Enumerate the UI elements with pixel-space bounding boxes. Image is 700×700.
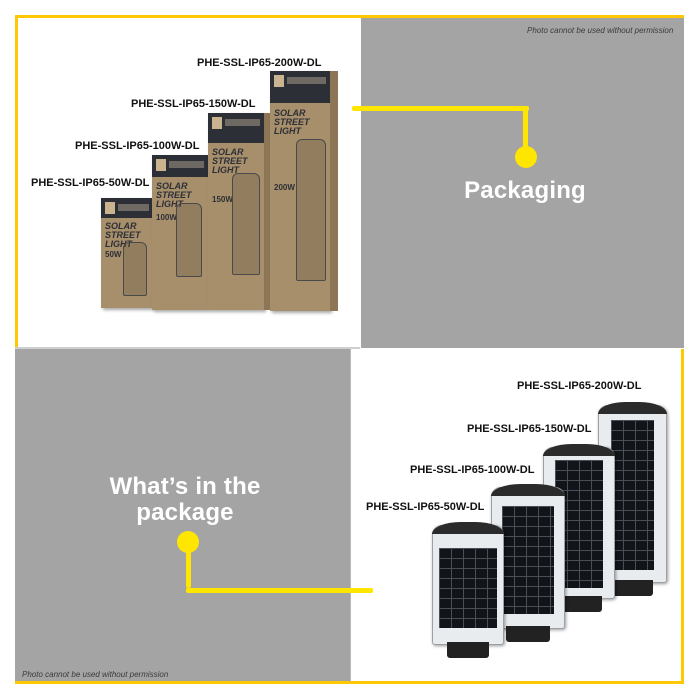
box-model-label-200w: PHE-SSL-IP65-200W-DL	[197, 57, 322, 69]
permission-caption-top: Photo cannot be used without permission	[527, 26, 674, 35]
frame-border-top	[15, 15, 684, 18]
box-title: SOLAR STREET LIGHT	[274, 108, 310, 136]
frame-border-bottom	[15, 681, 684, 684]
lamp-model-label-50w: PHE-SSL-IP65-50W-DL	[366, 501, 485, 513]
frame-border-right	[681, 349, 684, 683]
box-watt: 50W	[105, 250, 122, 259]
boxes-image: PHE-SSL-IP65-200W-DL PHE-SSL-IP65-150W-D…	[15, 15, 360, 348]
package-contents-connector-horizontal	[186, 588, 373, 593]
packaging-label-panel	[361, 18, 684, 348]
package-contents-label-panel	[15, 349, 350, 682]
box-watt: 100W	[156, 213, 177, 222]
lamps-image: PHE-SSL-IP65-200W-DL PHE-SSL-IP65-150W-D…	[351, 349, 681, 681]
box-watt: 150W	[212, 195, 233, 204]
box-watt: 200W	[274, 183, 295, 192]
quadrant-divider-vertical	[350, 349, 351, 682]
lamp-50w	[432, 522, 504, 658]
quadrant-divider	[15, 347, 360, 349]
box-title: SOLAR STREET LIGHT	[156, 181, 192, 209]
package-contents-heading-line2: package	[136, 499, 234, 526]
package-contents-heading-line1: What’s in the	[109, 473, 261, 500]
lamp-model-label-200w: PHE-SSL-IP65-200W-DL	[517, 380, 642, 392]
packaging-heading: Packaging	[464, 177, 586, 204]
packaging-connector-vertical	[523, 106, 528, 156]
lamp-model-label-100w: PHE-SSL-IP65-100W-DL	[410, 464, 535, 476]
box-model-label-100w: PHE-SSL-IP65-100W-DL	[75, 140, 200, 152]
package-contents-connector-dot	[177, 531, 199, 553]
box-title: SOLAR STREET LIGHT	[105, 221, 141, 249]
lamp-model-label-150w: PHE-SSL-IP65-150W-DL	[467, 423, 592, 435]
box-model-label-150w: PHE-SSL-IP65-150W-DL	[131, 98, 256, 110]
box-200w: SOLAR STREET LIGHT 200W	[270, 71, 338, 311]
box-50w: SOLAR STREET LIGHT 50W	[101, 198, 161, 308]
packaging-connector-dot	[515, 146, 537, 168]
box-150w: SOLAR STREET LIGHT 150W	[208, 113, 272, 310]
box-title: SOLAR STREET LIGHT	[212, 147, 248, 175]
packaging-connector-horizontal	[352, 106, 529, 111]
box-model-label-50w: PHE-SSL-IP65-50W-DL	[31, 177, 150, 189]
permission-caption-bottom: Photo cannot be used without permission	[22, 670, 169, 679]
frame-border-left	[15, 15, 18, 348]
box-100w: SOLAR STREET LIGHT 100W	[152, 155, 216, 310]
package-contents-connector-vertical	[186, 545, 191, 588]
